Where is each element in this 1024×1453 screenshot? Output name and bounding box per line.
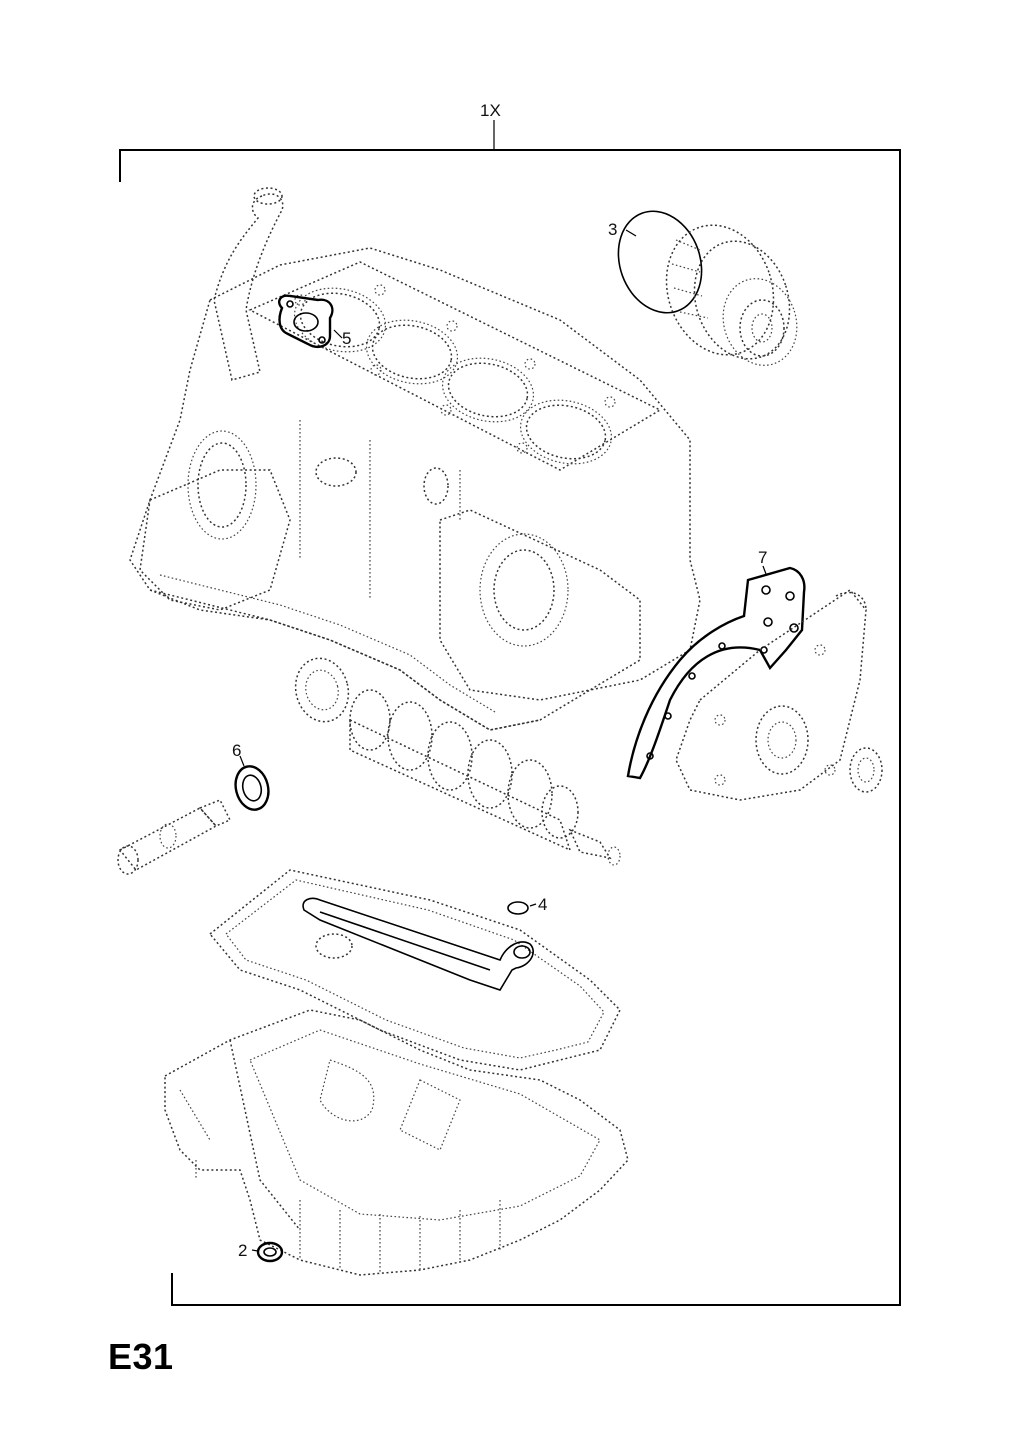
kit-bracket [119, 120, 901, 1306]
callout-2: 2 [238, 1241, 247, 1260]
callout-6: 6 [232, 741, 241, 760]
part-5-gasket [278, 294, 343, 348]
part-4-o-ring [507, 901, 537, 915]
part-6-seal-ring [234, 755, 270, 811]
oil-pan-gasket [208, 869, 621, 1071]
engine-block [129, 187, 701, 731]
rear-oil-seal [294, 657, 350, 723]
oil-pressure-sender [117, 799, 232, 875]
callout-4: 4 [538, 895, 547, 914]
callout-3: 3 [608, 220, 617, 239]
crankshaft [349, 689, 621, 866]
oil-pickup-pipe [302, 897, 534, 991]
part-2-drain-plug-washer [251, 1241, 284, 1263]
oil-pan [164, 1009, 629, 1276]
callout-5: 5 [342, 329, 351, 348]
front-oil-seal [849, 747, 883, 793]
page-code: E31 [108, 1336, 174, 1377]
kit-label: 1X [480, 101, 501, 120]
part-3-pulley-assembly [617, 210, 798, 366]
callout-7: 7 [758, 548, 767, 567]
oil-pump-housing [675, 588, 867, 801]
